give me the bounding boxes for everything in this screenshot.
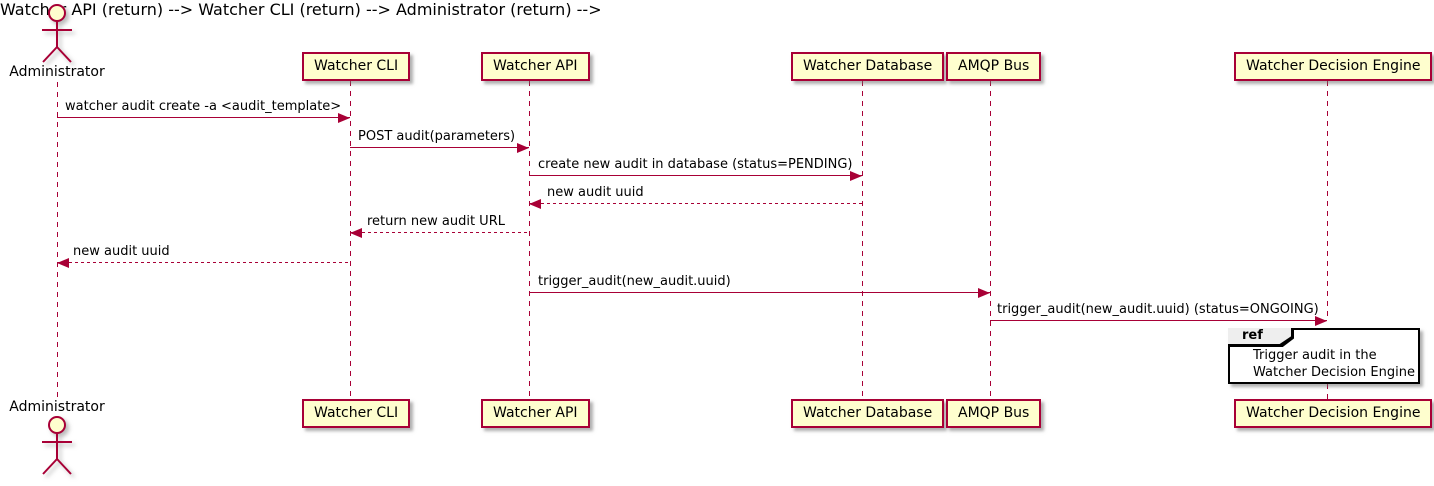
participant-amqp-bus-top: AMQP Bus	[946, 52, 1042, 81]
message-label: POST audit(parameters)	[358, 129, 516, 144]
participant-watcher-database-top: Watcher Database	[791, 52, 945, 81]
message-label: trigger_audit(new_audit.uuid) (status=ON…	[997, 302, 1319, 317]
message-1: watcher audit create -a <audit_template>	[57, 99, 350, 123]
message-2: POST audit(parameters)	[350, 129, 529, 153]
participant-watcher-decision-engine-top: Watcher Decision Engine	[1234, 52, 1433, 81]
arrowhead-right-icon	[978, 288, 990, 298]
lifeline-administrator	[57, 82, 58, 399]
message-3: create new audit in database (status=PEN…	[529, 157, 862, 181]
arrowhead-left-icon	[529, 199, 541, 209]
lifeline-amqp-bus	[990, 81, 991, 399]
ref-tab-border: ref	[1228, 328, 1294, 347]
lifeline-watcher-api	[529, 81, 530, 399]
arrowhead-right-icon	[517, 143, 529, 153]
message-line	[529, 203, 862, 204]
arrowhead-left-icon	[350, 228, 362, 238]
message-line	[529, 292, 990, 293]
ref-keyword: ref	[1242, 328, 1263, 343]
ref-text-line-1: Trigger audit in the	[1253, 348, 1377, 363]
message-line	[350, 147, 529, 148]
ref-fragment: ref Trigger audit in the Watcher Decisio…	[1228, 328, 1420, 384]
actor-label-bottom: Administrator	[9, 399, 105, 415]
message-label: return new audit URL	[367, 214, 505, 229]
participant-watcher-database-bottom: Watcher Database	[791, 399, 945, 428]
message-label: watcher audit create -a <audit_template>	[65, 99, 342, 114]
participant-watcher-api-top: Watcher API	[481, 52, 590, 81]
lifeline-watcher-decision-engine-below-ref	[1327, 384, 1328, 399]
ref-text-line-2: Watcher Decision Engine	[1253, 365, 1415, 380]
message-6: new audit uuid	[57, 244, 350, 268]
actor-icon	[42, 416, 72, 475]
message-label: create new audit in database (status=PEN…	[538, 157, 853, 172]
arrowhead-right-icon	[850, 171, 862, 181]
participant-watcher-cli-top: Watcher CLI	[302, 52, 411, 81]
message-line	[57, 117, 350, 118]
actor-icon	[42, 4, 72, 63]
lifeline-watcher-database	[862, 81, 863, 399]
message-7: trigger_audit(new_audit.uuid)	[529, 274, 990, 298]
arrowhead-left-icon	[57, 258, 69, 268]
message-4: new audit uuid	[529, 185, 862, 209]
message-label: new audit uuid	[547, 185, 644, 200]
message-5: return new audit URL	[350, 214, 529, 238]
message-line	[350, 232, 529, 233]
lifeline-watcher-decision-engine	[1327, 81, 1328, 320]
message-8: trigger_audit(new_audit.uuid) (status=ON…	[990, 302, 1327, 326]
message-line	[57, 262, 350, 263]
message-line	[990, 320, 1327, 321]
message-line	[529, 175, 862, 176]
arrowhead-right-icon	[1315, 316, 1327, 326]
participant-watcher-decision-engine-bottom: Watcher Decision Engine	[1234, 399, 1433, 428]
participant-watcher-api-bottom: Watcher API	[481, 399, 590, 428]
participant-amqp-bus-bottom: AMQP Bus	[946, 399, 1042, 428]
ref-tab	[1228, 328, 1291, 344]
lifeline-watcher-cli	[350, 81, 351, 399]
actor-label-top: Administrator	[9, 64, 105, 80]
arrowhead-right-icon	[338, 113, 350, 123]
message-label: trigger_audit(new_audit.uuid)	[538, 274, 731, 289]
message-label: new audit uuid	[73, 244, 170, 259]
participant-watcher-cli-bottom: Watcher CLI	[302, 399, 411, 428]
